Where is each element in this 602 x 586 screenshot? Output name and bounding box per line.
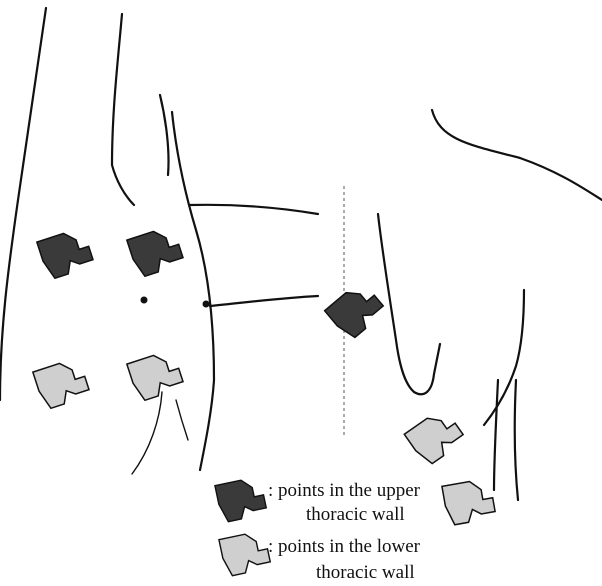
lower-probe-lateral-upper-shape xyxy=(404,407,466,467)
lower-probe-front-left xyxy=(33,357,91,410)
lower-probe-lateral-lower xyxy=(442,478,496,526)
sternum-left-contour xyxy=(112,14,134,205)
lower-probe-front-right-shape xyxy=(127,349,185,402)
arm-contour xyxy=(484,290,524,425)
upper-probe-front-left xyxy=(37,227,95,280)
lower-probe-front-right xyxy=(127,349,185,402)
shoulder-contour xyxy=(432,110,602,200)
upper-probe-lateral xyxy=(325,280,387,341)
abdomen-line-1 xyxy=(176,400,188,440)
lower-probe-lateral-lower-shape xyxy=(442,478,496,526)
upper-probe-lateral-shape xyxy=(325,280,387,341)
legend: : points in the upper thoracic wall : po… xyxy=(215,476,421,583)
lateral-body-line-2 xyxy=(515,380,518,500)
lateral-body-line-1 xyxy=(494,380,498,490)
upper-probe-front-right-shape xyxy=(127,225,185,278)
upper-probe-front-right xyxy=(127,225,185,278)
nipple-left-dot xyxy=(141,297,148,304)
legend-lower-line2: thoracic wall xyxy=(316,562,415,583)
legend-upper-line2: thoracic wall xyxy=(306,504,405,525)
upper-probe-front-left-shape xyxy=(37,227,95,280)
legend-upper-line1: : points in the upper xyxy=(268,480,421,501)
axilla-back-contour xyxy=(378,214,440,394)
lower-probe-front-left-shape xyxy=(33,357,91,410)
legend-lower-swatch xyxy=(219,530,272,577)
arm-fold-lower xyxy=(210,296,318,306)
lower-probe-lateral-upper xyxy=(404,407,466,467)
left-side-contour xyxy=(0,8,46,400)
legend-upper-swatch xyxy=(215,476,268,523)
legend-lower-line1: : points in the lower xyxy=(268,536,421,557)
nipple-right-dot xyxy=(203,301,210,308)
abdomen-line-2 xyxy=(132,392,162,474)
arm-fold-upper xyxy=(190,205,318,214)
right-side-contour xyxy=(172,112,214,470)
sternum-right-contour xyxy=(160,95,169,175)
